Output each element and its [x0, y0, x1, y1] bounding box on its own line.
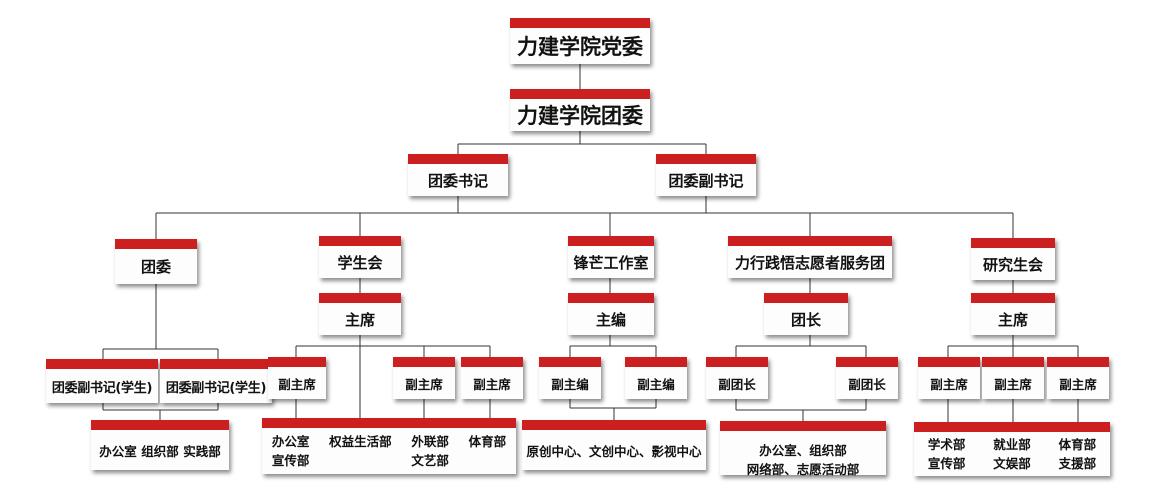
node-gu-vice-2: 副主席 — [982, 357, 1044, 399]
dept-label: 体育部 — [468, 434, 507, 449]
node-fm-vice-2: 副主编 — [625, 357, 687, 399]
node-graduate-union: 研究生会 — [971, 238, 1055, 280]
node-volunteer-group: 力行践悟志愿者服务团 — [728, 236, 892, 278]
node-vol-vice-2: 副团长 — [836, 357, 898, 399]
node-secretary: 团委书记 — [408, 154, 508, 196]
node-gu-vice-1: 副主席 — [918, 357, 980, 399]
dept-label: 就业部 — [993, 437, 1031, 452]
dept-label: 体育部 — [1058, 437, 1097, 452]
dept-label: 学术部 — [927, 437, 966, 452]
node-tuanwei: 团委 — [115, 239, 197, 284]
dept-volunteer: 办公室、组织部 网络部、志愿活动部 — [720, 421, 886, 477]
dept-label: 办公室 — [271, 434, 310, 449]
dept-label: 网络部、志愿活动部 — [746, 462, 860, 477]
dept-label: 实践部 — [183, 443, 221, 459]
node-fengmang-studio: 锋芒工作室 — [568, 236, 654, 278]
dept-label: 文娱部 — [993, 456, 1031, 471]
node-gu-chair: 主席 — [971, 293, 1055, 335]
dept-label: 办公室、组织部 — [759, 443, 847, 458]
dept-label: 文艺部 — [411, 453, 449, 468]
dept-label: 权益生活部 — [329, 434, 392, 449]
node-gu-vice-3: 副主席 — [1047, 357, 1109, 399]
dept-label: 宣传部 — [927, 456, 966, 471]
node-party-committee: 力建学院党委 — [510, 18, 650, 64]
dept-student-union: 办公室 宣传部 权益生活部 外联部 文艺部 体育部 — [262, 418, 516, 474]
node-fm-vice-1: 副主编 — [539, 357, 601, 399]
dept-label: 宣传部 — [271, 453, 310, 468]
node-league-committee: 力建学院团委 — [510, 89, 650, 131]
dept-tuanwei: 办公室 组织部 实践部 — [91, 420, 229, 470]
node-student-union: 学生会 — [319, 236, 401, 278]
node-fm-editor: 主编 — [568, 293, 654, 335]
dept-label: 外联部 — [411, 434, 449, 449]
dept-fengmang: 原创中心、文创中心、影视中心 — [522, 420, 706, 470]
dept-label: 办公室 — [99, 443, 137, 459]
dept-graduate-union: 学术部 宣传部 就业部 文娱部 体育部 支援部 — [914, 422, 1110, 476]
node-su-vice-2: 副主席 — [393, 357, 455, 399]
node-tw-deputy-1: 团委副书记(学生) — [46, 359, 158, 403]
node-tw-deputy-2: 团委副书记(学生) — [160, 359, 272, 403]
dept-label: 组织部 — [141, 443, 179, 459]
node-su-chair: 主席 — [319, 293, 401, 335]
node-deputy-secretary: 团委副书记 — [656, 154, 756, 196]
node-vol-leader: 团长 — [764, 293, 848, 335]
node-su-vice-1: 副主席 — [268, 357, 326, 399]
dept-label: 支援部 — [1058, 456, 1097, 471]
node-vol-vice-1: 副团长 — [706, 357, 768, 399]
node-su-vice-3: 副主席 — [461, 357, 523, 399]
